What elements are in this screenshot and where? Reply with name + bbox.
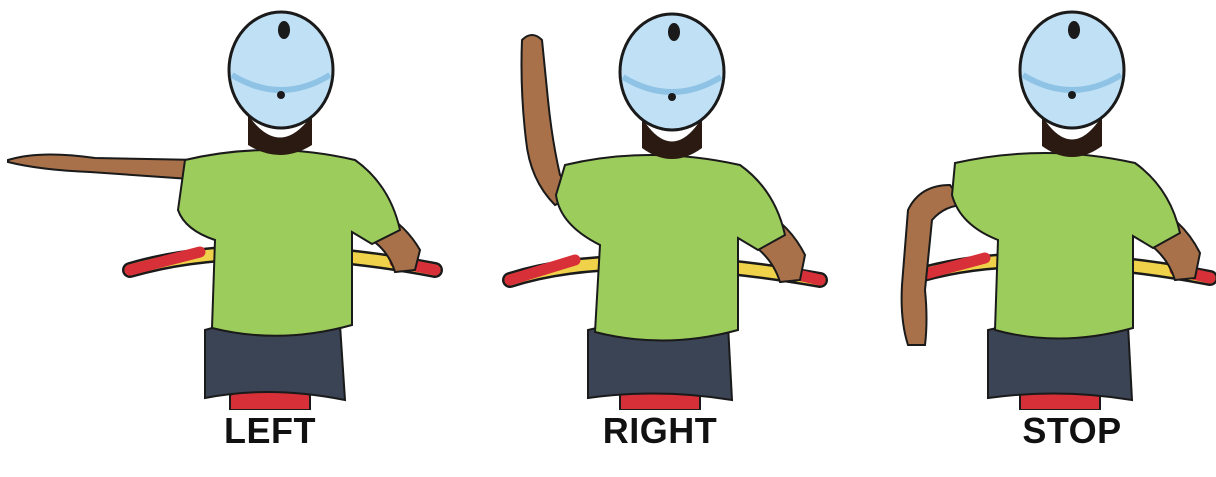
signal-label-left: LEFT	[170, 410, 370, 452]
signal-panel-left	[0, 0, 460, 477]
cyclist-stop-signal-image	[850, 0, 1216, 410]
cyclist-right-signal-image	[460, 0, 850, 410]
signal-panel-stop	[850, 0, 1216, 477]
cyclist-left-signal-image	[0, 0, 460, 410]
signal-label-stop: STOP	[972, 410, 1172, 452]
signal-panel-right	[460, 0, 850, 477]
signal-label-right: RIGHT	[560, 410, 760, 452]
